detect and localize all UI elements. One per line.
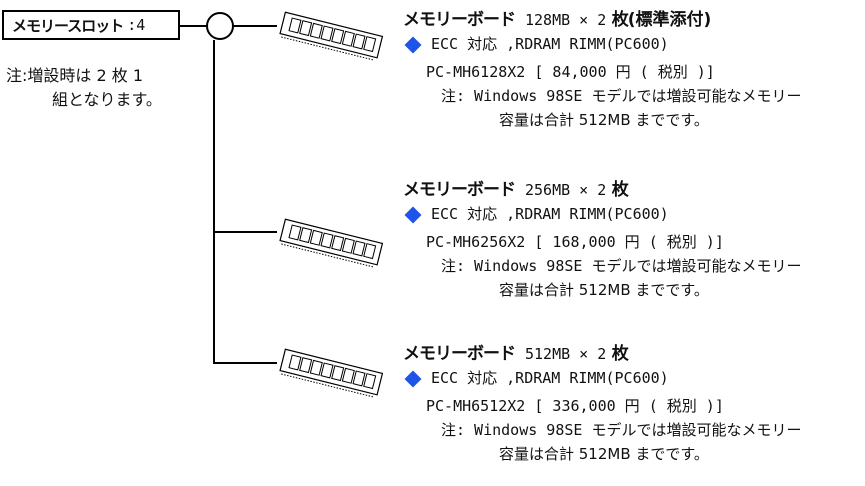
board-note-cont: 容量は合計 512MB までです。: [499, 111, 709, 129]
board-note: 注: Windows 98SE モデルでは増設可能なメモリー: [441, 87, 802, 105]
memory-module-icon: [279, 11, 384, 61]
connector-trunk: [213, 40, 215, 364]
board-feature: ECC 対応 ,RDRAM RIMM(PC600): [403, 202, 801, 226]
board-feature: ECC 対応 ,RDRAM RIMM(PC600): [403, 32, 801, 56]
memory-module-icon: [279, 218, 384, 268]
board-title: メモリーボード 256MB × 2 枚: [403, 178, 801, 202]
board-name: メモリーボード: [403, 344, 516, 364]
feature-text: ECC 対応 ,RDRAM RIMM(PC600): [431, 205, 669, 223]
board-title: メモリーボード 512MB × 2 枚: [403, 342, 801, 366]
install-note-line2: 組となります。: [52, 90, 162, 109]
connector-line-board2: [213, 231, 277, 233]
connector-line-slot: [180, 25, 208, 27]
board-count-unit: 枚: [611, 344, 629, 364]
board-name: メモリーボード: [403, 180, 516, 200]
board-note-cont: 容量は合計 512MB までです。: [499, 281, 709, 299]
board-feature: ECC 対応 ,RDRAM RIMM(PC600): [403, 366, 801, 390]
blue-diamond-icon: [404, 36, 422, 53]
board-part-number: PC-MH6512X2 [ 336,000 円 ( 税別 )]: [426, 397, 724, 415]
board-count-unit: 枚: [611, 180, 629, 200]
connector-line-board1: [233, 25, 277, 27]
blue-diamond-icon: [404, 206, 422, 223]
connector-line-board3: [213, 362, 277, 364]
standard-badge: (標準添付): [627, 10, 712, 30]
blue-diamond-icon: [404, 370, 422, 387]
feature-text: ECC 対応 ,RDRAM RIMM(PC600): [431, 35, 669, 53]
board-note: 注: Windows 98SE モデルでは増設可能なメモリー: [441, 257, 802, 275]
board-capacity: 512MB × 2: [525, 345, 607, 363]
junction-circle: [206, 12, 234, 40]
board-capacity: 256MB × 2: [525, 181, 607, 199]
board-part-number: PC-MH6256X2 [ 168,000 円 ( 税別 )]: [426, 233, 724, 251]
feature-text: ECC 対応 ,RDRAM RIMM(PC600): [431, 369, 669, 387]
slot-count: :4: [127, 16, 146, 34]
memory-board-128mb: メモリーボード 128MB × 2 枚(標準添付) ECC 対応 ,RDRAM R…: [403, 8, 801, 132]
board-capacity: 128MB × 2: [525, 11, 607, 29]
install-note: 注:増設時は 2 枚 1 組となります。: [6, 64, 162, 112]
board-title: メモリーボード 128MB × 2 枚(標準添付): [403, 8, 801, 32]
board-name: メモリーボード: [403, 10, 516, 30]
install-note-line1: 注:増設時は 2 枚 1: [6, 66, 144, 85]
board-count-unit: 枚: [611, 10, 629, 30]
board-note-cont: 容量は合計 512MB までです。: [499, 445, 709, 463]
board-part-number: PC-MH6128X2 [ 84,000 円 ( 税別 )]: [426, 63, 715, 81]
memory-board-256mb: メモリーボード 256MB × 2 枚 ECC 対応 ,RDRAM RIMM(PC…: [403, 178, 801, 302]
board-note: 注: Windows 98SE モデルでは増設可能なメモリー: [441, 421, 802, 439]
memory-board-512mb: メモリーボード 512MB × 2 枚 ECC 対応 ,RDRAM RIMM(PC…: [403, 342, 801, 466]
memory-module-icon: [279, 348, 384, 398]
memory-slot-box: メモリースロット :4: [2, 10, 180, 40]
slot-label: メモリースロット: [12, 16, 124, 35]
